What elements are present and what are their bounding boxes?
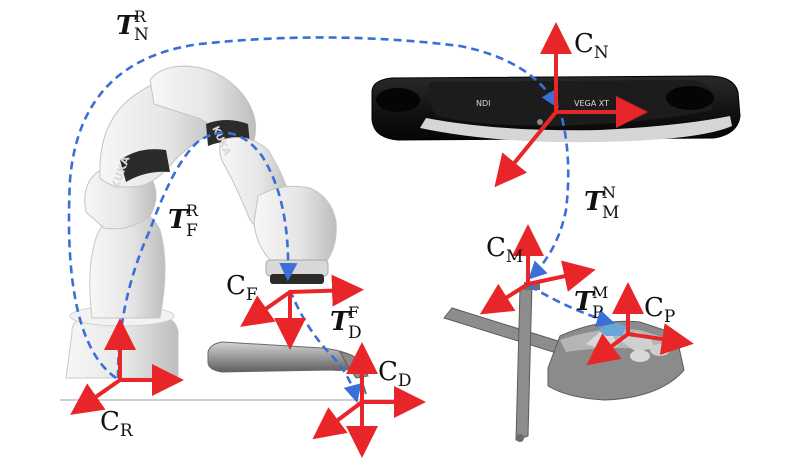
coordinate-frames <box>70 22 694 458</box>
svg-text:F: F <box>186 221 198 241</box>
dental-handpiece <box>207 341 369 395</box>
svg-text:T: T <box>116 11 137 41</box>
svg-text:P: P <box>592 303 603 323</box>
frame-label-marker: CM <box>486 233 523 267</box>
tracker-model-label: VEGA XT <box>574 99 609 108</box>
transform-label-T-R-F: T R F <box>168 201 199 241</box>
path-T-R-F <box>116 131 298 379</box>
path-T-R-N <box>67 36 559 380</box>
svg-text:N: N <box>602 183 616 202</box>
transform-label-T-R-N: T R N <box>116 7 149 45</box>
frame-label-patient: CP <box>644 293 675 327</box>
svg-text:D: D <box>348 323 362 343</box>
svg-text:M: M <box>592 283 608 302</box>
svg-text:T: T <box>574 287 595 317</box>
frame-axes-navigator <box>494 22 648 188</box>
frame-axes-marker <box>479 224 596 315</box>
svg-text:N: N <box>134 25 149 45</box>
transform-paths <box>67 36 615 404</box>
path-T-N-M <box>528 117 570 280</box>
frame-label-robot: CR <box>100 407 134 441</box>
frame-axes-flange <box>240 274 364 350</box>
svg-text:R: R <box>134 7 147 26</box>
svg-text:T: T <box>584 187 605 217</box>
robot-arm: KUKA KUKA <box>65 65 337 379</box>
path-T-F-D <box>288 289 362 404</box>
frame-axes-drill <box>312 342 426 458</box>
dental-phantom <box>547 320 685 401</box>
svg-text:M: M <box>602 203 619 223</box>
path-T-M-P <box>529 284 615 327</box>
svg-text:T: T <box>168 205 189 235</box>
transform-label-T-F-D: T F D <box>330 303 362 343</box>
svg-text:T: T <box>330 307 351 337</box>
frame-label-navigator: CN <box>574 29 609 63</box>
svg-text:F: F <box>348 303 359 322</box>
transform-label-T-N-M: T N M <box>584 183 619 223</box>
frame-label-drill: CD <box>378 357 412 391</box>
svg-text:R: R <box>186 201 199 220</box>
frame-axes-patient <box>586 282 694 366</box>
frame-axes-robot <box>70 318 184 415</box>
tracker-brand-label: NDI <box>476 99 491 108</box>
transform-label-T-M-P: T M P <box>574 283 608 323</box>
frame-label-flange: CF <box>226 271 258 305</box>
